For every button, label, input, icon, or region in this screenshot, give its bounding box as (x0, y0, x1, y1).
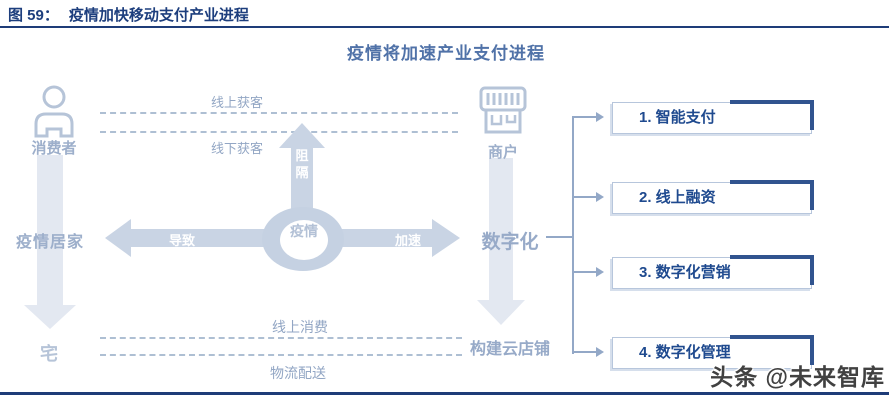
bottom-divider (0, 392, 889, 395)
outcome-box-digital-management: 4. 数字化管理 (612, 335, 814, 369)
stay-home-label: 疫情居家 (15, 234, 84, 251)
consumer-person-icon (30, 84, 78, 138)
online-acquisition-label: 线上获客 (210, 95, 263, 110)
box-corner-accent (730, 180, 814, 210)
connector-vertical-line (572, 116, 574, 354)
accelerate-label: 加速 (394, 233, 421, 248)
left-down-arrow-head (24, 305, 76, 329)
digitalization-label: 数字化 (481, 232, 539, 253)
online-acquisition-dashed-line (100, 112, 458, 114)
accelerate-arrow-shaft (332, 229, 432, 247)
outcome-box-digital-marketing: 3. 数字化营销 (612, 255, 814, 289)
epidemic-ring-inner (280, 220, 328, 260)
connector-arrowhead-1 (596, 112, 604, 122)
outcome-box-online-financing: 2. 线上融资 (612, 180, 814, 214)
connector-branch-3 (572, 271, 596, 273)
right-down-arrow-shaft (489, 158, 513, 300)
block-arrow-head (279, 123, 325, 148)
merchant-store-icon (477, 86, 529, 136)
connector-arrowhead-3 (596, 267, 604, 277)
outcome-label-2: 2. 线上融资 (639, 189, 716, 206)
block-arrow-shaft (291, 146, 313, 212)
top-divider (0, 26, 889, 28)
outcome-label-1: 1. 智能支付 (639, 109, 716, 126)
figure-title: 疫情加快移动支付产业进程 (68, 8, 249, 24)
online-consumption-dashed-line (100, 337, 462, 339)
outcome-label-4: 4. 数字化管理 (639, 344, 731, 361)
box-corner-accent (730, 335, 814, 365)
left-down-arrow-shaft (37, 155, 63, 305)
offline-acquisition-label: 线下获客 (210, 141, 263, 156)
diagram-title: 疫情将加速产业支付进程 (347, 44, 545, 63)
cloud-store-label: 构建云店铺 (469, 341, 550, 358)
consumer-label: 消费者 (31, 140, 77, 157)
watermark-text: 头条 @未来智库 (710, 364, 885, 390)
cause-arrow-shaft (130, 229, 272, 247)
cause-label: 导致 (168, 233, 195, 248)
merchant-label: 商户 (487, 144, 518, 161)
connector-branch-1 (572, 116, 596, 118)
figure-header: 图 59： 疫情加快移动支付产业进程 (8, 4, 249, 25)
home-label: 宅 (40, 344, 58, 364)
right-down-arrow-head (477, 300, 525, 325)
accelerate-arrow-head (432, 219, 460, 257)
epidemic-label: 疫情 (290, 223, 318, 239)
outcome-box-smart-payment: 1. 智能支付 (612, 100, 814, 134)
cause-arrow-head (105, 219, 131, 257)
block-label: 阻隔 (295, 148, 309, 180)
connector-arrowhead-2 (596, 192, 604, 202)
connector-branch-4 (572, 351, 596, 353)
logistics-dashed-line (100, 354, 462, 356)
figure-label: 图 59： (8, 7, 59, 24)
outcome-label-3: 3. 数字化营销 (639, 264, 731, 281)
box-corner-accent (730, 255, 814, 285)
connector-branch-2 (572, 196, 596, 198)
logistics-label: 物流配送 (270, 365, 326, 381)
connector-from-digitalization (546, 236, 573, 238)
connector-arrowhead-4 (596, 347, 604, 357)
online-consumption-label: 线上消费 (272, 319, 328, 335)
box-corner-accent (730, 100, 814, 130)
